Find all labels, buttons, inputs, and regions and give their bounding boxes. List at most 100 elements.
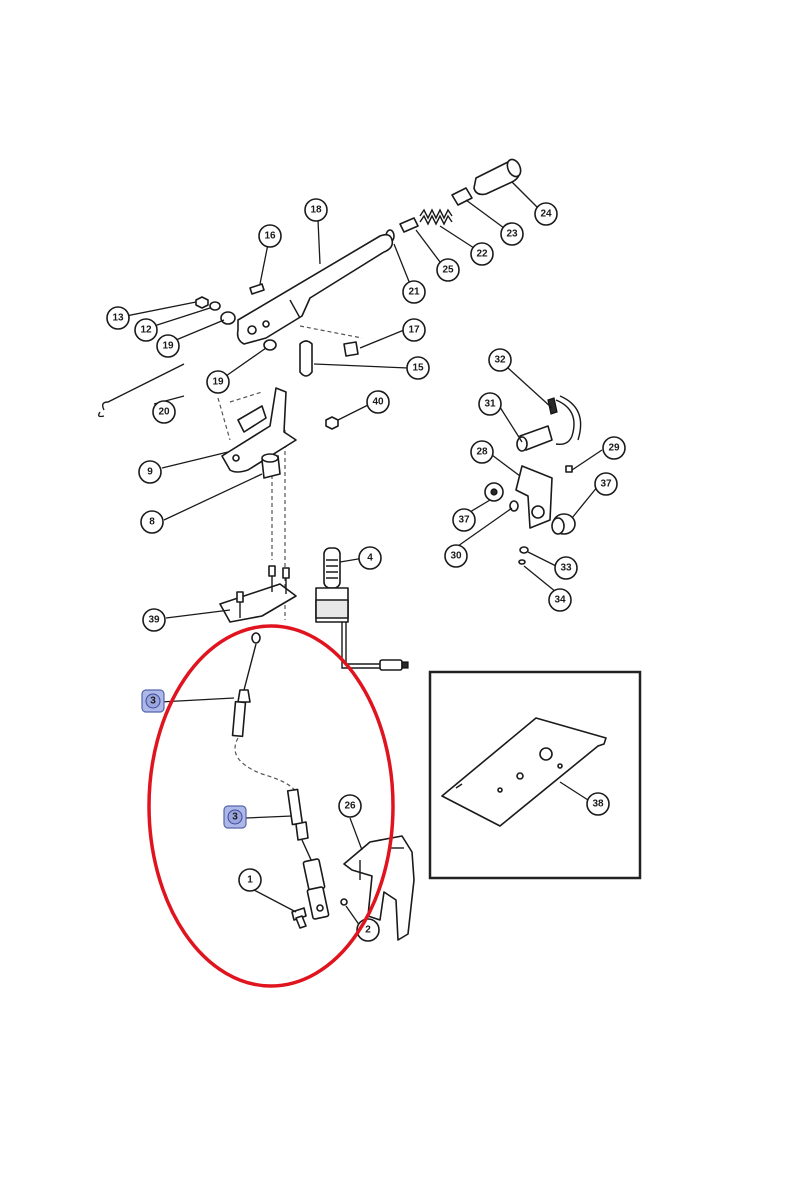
svg-text:19: 19: [212, 377, 224, 388]
sleeve-23: [451, 187, 473, 206]
solenoid-4: [315, 547, 409, 671]
callout-29: 29: [602, 436, 626, 460]
svg-text:40: 40: [372, 397, 384, 408]
svg-text:3: 3: [232, 812, 238, 823]
highlighted-callout-3-upper[interactable]: 3: [141, 689, 165, 713]
svg-text:29: 29: [608, 443, 620, 454]
mount-plate-39: [219, 565, 297, 623]
svg-text:19: 19: [162, 341, 174, 352]
svg-text:18: 18: [310, 205, 322, 216]
svg-text:23: 23: [506, 229, 518, 240]
callout-31: 31: [478, 392, 502, 416]
wire-harness-32: [547, 395, 582, 446]
callout-28: 28: [470, 440, 494, 464]
pin-16: [249, 283, 265, 295]
knob-8: [261, 453, 281, 479]
svg-text:33: 33: [560, 563, 572, 574]
callout-1: 1: [238, 868, 262, 892]
callout-24: 24: [534, 202, 558, 226]
callout-18: 18: [304, 198, 328, 222]
svg-text:25: 25: [442, 265, 454, 276]
svg-text:17: 17: [408, 325, 420, 336]
svg-text:4: 4: [367, 553, 373, 564]
screw-29: [565, 465, 573, 473]
bracket-9: [221, 387, 297, 473]
bushing-19a: [220, 311, 236, 325]
callout-19-upper: 19: [156, 334, 180, 358]
clip-33: [519, 546, 529, 554]
callout-39: 39: [142, 608, 166, 632]
svg-text:15: 15: [412, 363, 424, 374]
svg-text:37: 37: [600, 479, 612, 490]
svg-text:31: 31: [484, 399, 496, 410]
handle-grip-24: [473, 158, 522, 196]
svg-text:13: 13: [112, 313, 124, 324]
svg-text:39: 39: [148, 615, 160, 626]
svg-text:3: 3: [150, 696, 156, 707]
svg-text:16: 16: [264, 231, 276, 242]
svg-text:38: 38: [592, 799, 604, 810]
washer-30: [509, 500, 519, 512]
callout-23: 23: [500, 222, 524, 246]
svg-text:21: 21: [408, 287, 420, 298]
svg-text:9: 9: [147, 467, 153, 478]
callout-37-left: 37: [452, 508, 476, 532]
callout-26: 26: [338, 794, 362, 818]
nut-40: [325, 416, 339, 430]
link-rod-20: [97, 363, 185, 418]
bracket-28: [515, 465, 553, 529]
svg-text:28: 28: [476, 447, 488, 458]
callout-34: 34: [548, 588, 572, 612]
callout-22: 22: [470, 242, 494, 266]
svg-text:2: 2: [365, 925, 371, 936]
callout-25: 25: [436, 258, 460, 282]
callout-20: 20: [152, 400, 176, 424]
callout-30: 30: [444, 544, 468, 568]
svg-text:20: 20: [158, 407, 170, 418]
pin-1: [291, 907, 307, 929]
callout-33: 33: [554, 556, 578, 580]
callout-32: 32: [488, 348, 512, 372]
svg-text:30: 30: [450, 551, 462, 562]
clip-34: [518, 559, 526, 565]
callout-16: 16: [258, 224, 282, 248]
svg-text:1: 1: [247, 875, 253, 886]
rod-25: [399, 217, 419, 233]
callout-8: 8: [140, 510, 164, 534]
nut-13: [195, 296, 209, 309]
spring-22: [419, 208, 453, 226]
clip-17: [343, 341, 359, 357]
callout-19-lower: 19: [206, 370, 230, 394]
svg-text:22: 22: [476, 249, 488, 260]
pawl-15: [299, 340, 313, 377]
svg-text:24: 24: [540, 209, 552, 220]
callout-9: 9: [138, 460, 162, 484]
washer-12: [209, 301, 221, 311]
svg-text:34: 34: [554, 595, 566, 606]
cap-37b: [551, 513, 576, 535]
highlighted-callout-3-lower[interactable]: 3: [223, 805, 247, 829]
callout-17: 17: [402, 318, 426, 342]
svg-text:32: 32: [494, 355, 506, 366]
red-highlight-ellipse: [147, 624, 395, 988]
svg-text:26: 26: [344, 801, 356, 812]
callout-21: 21: [402, 280, 426, 304]
svg-text:8: 8: [149, 517, 155, 528]
callout-15: 15: [406, 356, 430, 380]
svg-text:37: 37: [458, 515, 470, 526]
lever-arm-18: [236, 233, 394, 345]
gear-knob-37a: [484, 482, 504, 502]
callout-40: 40: [366, 390, 390, 414]
callout-4: 4: [358, 546, 382, 570]
bushing-19b: [263, 339, 277, 351]
clip-2: [340, 898, 348, 906]
svg-text:12: 12: [140, 325, 152, 336]
plate-38: [441, 717, 607, 827]
switch-31: [516, 425, 553, 452]
callout-12: 12: [134, 318, 158, 342]
callout-37-right: 37: [594, 472, 618, 496]
callout-13: 13: [106, 306, 130, 330]
callout-38: 38: [586, 792, 610, 816]
